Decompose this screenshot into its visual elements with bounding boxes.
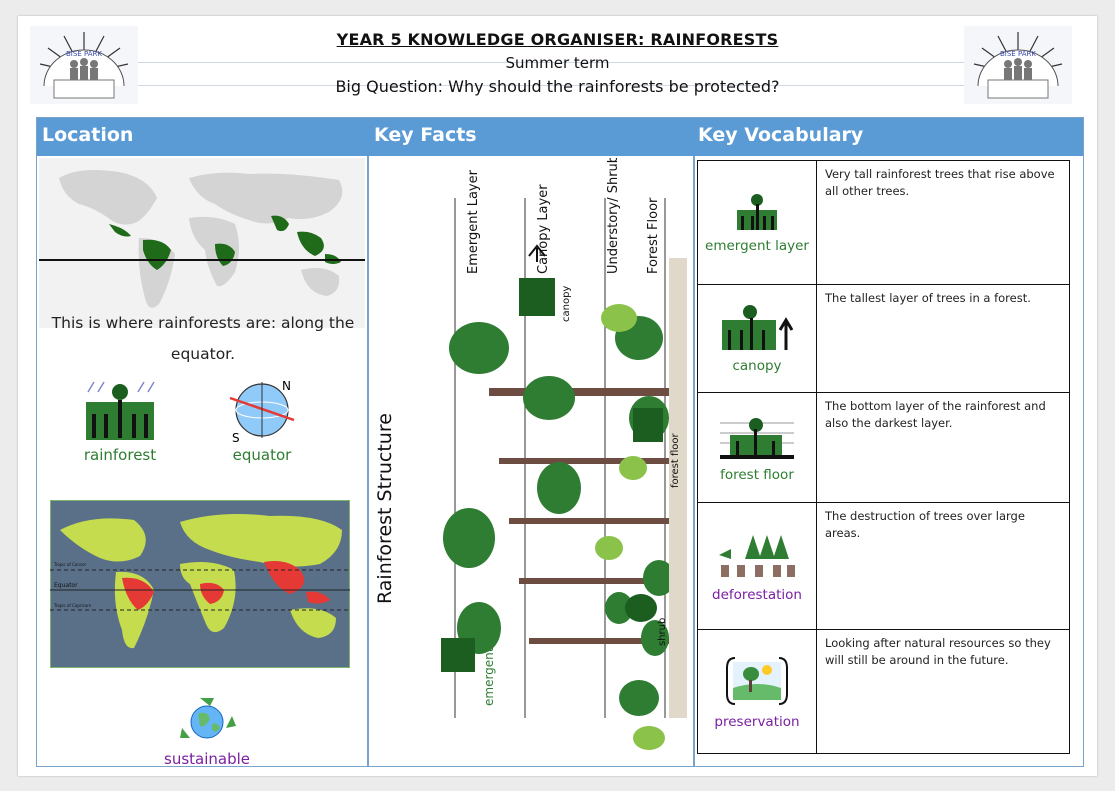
- globe-equator-icon: N S: [229, 379, 295, 445]
- layer-heading-understory: Understory/ Shrub Layer: [606, 158, 621, 274]
- equator-label: equator: [232, 446, 292, 464]
- vocab-word-emergent-layer: emergent layer: [705, 237, 809, 254]
- vocab-word-preservation: preservation: [714, 713, 800, 730]
- compass-north: N: [282, 380, 291, 393]
- school-logo-right: BISE PARK: [964, 26, 1072, 104]
- sustainable-label: sustainable: [164, 750, 250, 768]
- emergent-layer-icon: [737, 193, 777, 230]
- vocab-word-forest-floor: forest floor: [720, 466, 794, 483]
- equator-symbol: N S equator: [217, 379, 307, 464]
- tropics-map: Tropic of Cancer Equator Tropic of Capri…: [50, 500, 350, 668]
- column-header-bar: Location Key Facts Key Vocabulary: [37, 118, 1083, 156]
- vocab-definition: Very tall rainforest trees that rise abo…: [816, 160, 1070, 285]
- rainforest-label: rainforest: [83, 446, 157, 464]
- vocabulary-row: canopy The tallest layer of trees in a f…: [697, 284, 1070, 393]
- vocab-definition: The destruction of trees over large area…: [816, 502, 1070, 630]
- tropic-cancer-label: Tropic of Cancer: [53, 562, 87, 567]
- canopy-icon: [722, 304, 794, 350]
- vocab-definition: The tallest layer of trees in a forest.: [816, 284, 1070, 393]
- structure-title: Rainforest Structure: [374, 413, 396, 604]
- logo-text: BISE PARK: [66, 50, 102, 58]
- rainforest-symbol: rainforest: [75, 380, 165, 464]
- knowledge-organiser-page: BISE PARK BISE PARK YEAR 5 KNOWLEDGE ORG…: [18, 16, 1097, 776]
- vocabulary-row: forest floor The bottom layer of the rai…: [697, 392, 1070, 503]
- tropic-capricorn-label: Tropic of Capricorn: [53, 603, 92, 608]
- vocab-definition: The bottom layer of the rainforest and a…: [816, 392, 1070, 503]
- recycling-globe-icon: [180, 698, 236, 739]
- big-question: Big Question: Why should the rainforests…: [335, 77, 780, 96]
- page-subtitle: Summer term: [505, 54, 610, 72]
- vocab-word-canopy: canopy: [732, 357, 782, 374]
- vocabulary-row: preservation Looking after natural resou…: [697, 629, 1070, 754]
- vocabulary-row: emergent layer Very tall rainforest tree…: [697, 160, 1070, 285]
- forest-floor-icon: [720, 417, 794, 459]
- shrub-small-label: shrub: [657, 618, 668, 646]
- forest-floor-small-label: forest floor: [670, 432, 681, 488]
- key-vocabulary-table: emergent layer Very tall rainforest tree…: [697, 160, 1070, 754]
- column-heading-key-vocabulary: Key Vocabulary: [698, 124, 864, 146]
- rainforest-structure-diagram: Rainforest Structure Emergent Layer Cano…: [374, 158, 687, 750]
- vocabulary-row: deforestation The destruction of trees o…: [697, 502, 1070, 630]
- header-rule: [138, 85, 964, 86]
- preservation-icon: [726, 656, 788, 705]
- header-rule: [138, 62, 964, 63]
- column-heading-key-facts: Key Facts: [374, 124, 477, 146]
- column-heading-location: Location: [42, 124, 134, 146]
- vocab-definition: Looking after natural resources so they …: [816, 629, 1070, 754]
- deforestation-icon: [719, 535, 795, 577]
- world-map-rainforests: [39, 158, 365, 328]
- school-logo-left: BISE PARK: [30, 26, 138, 104]
- layer-heading-emergent: Emergent Layer: [466, 169, 481, 274]
- layer-heading-forest-floor: Forest Floor: [646, 197, 661, 274]
- organiser-grid: Location Key Facts Key Vocabulary: [36, 117, 1084, 768]
- vocab-word-deforestation: deforestation: [712, 587, 802, 603]
- layer-heading-canopy: Canopy Layer: [536, 184, 551, 274]
- column-divider: [693, 156, 695, 766]
- rainforest-icon: [86, 381, 155, 440]
- page-title: YEAR 5 KNOWLEDGE ORGANISER: RAINFORESTS: [336, 30, 779, 49]
- sustainable-symbol: sustainable: [142, 694, 272, 768]
- column-divider: [367, 156, 369, 766]
- location-description: This is where rainforests are: along the…: [51, 314, 355, 363]
- logo-text: BISE PARK: [1000, 50, 1036, 58]
- equator-map-label: Equator: [54, 582, 78, 589]
- emergent-layer-small-label: emergent layer: [482, 614, 496, 706]
- canopy-small-label: canopy: [561, 286, 572, 322]
- compass-south: S: [232, 431, 240, 442]
